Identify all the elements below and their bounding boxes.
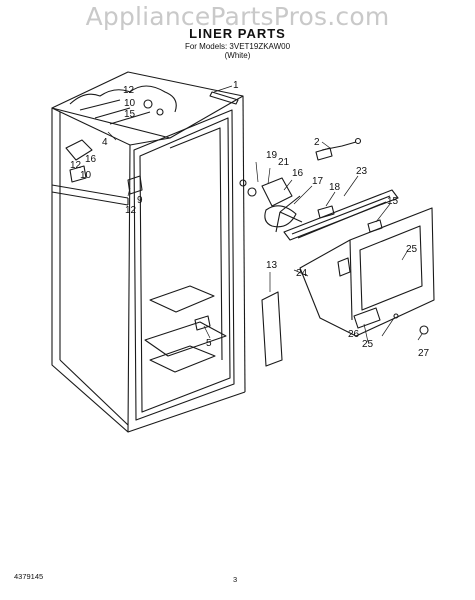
callout-16-fan: 16: [292, 168, 304, 179]
callout-26: 26: [348, 329, 360, 340]
part-18-bracket: [317, 205, 335, 219]
part-2-probe: [315, 137, 362, 161]
part-23-strip: [283, 189, 399, 241]
watermark: AppliancePartsPros.com: [85, 2, 390, 31]
callout-25-bottom: 25: [362, 339, 374, 350]
callout-1: 1: [233, 80, 239, 91]
document-number: 4379145: [14, 572, 44, 581]
callout-15-right: 15: [387, 196, 399, 207]
model-info: For Models: 3VET19ZKAW00 (White): [0, 42, 475, 60]
part-27-plug: [419, 325, 429, 335]
callout-17: 17: [312, 176, 324, 187]
callout-25-right: 25: [406, 244, 418, 255]
callout-18: 18: [329, 182, 341, 193]
color-line: (White): [224, 51, 251, 60]
part-26-bracket: [353, 307, 381, 329]
callout-10-top: 10: [124, 98, 136, 109]
callout-16-left: 16: [85, 154, 97, 165]
part-24-panel: [299, 207, 435, 337]
part-13-duct: [261, 291, 283, 367]
callout-12-mid: 12: [125, 205, 137, 216]
models-line: For Models: 3VET19ZKAW00: [184, 42, 291, 51]
callout-2: 2: [314, 137, 320, 148]
callout-12-left: 12: [70, 160, 82, 171]
callout-13: 13: [266, 260, 278, 271]
callout-21: 21: [278, 157, 290, 168]
callout-4: 4: [102, 137, 108, 148]
callout-5: 5: [206, 338, 212, 349]
fan-motor-assembly: [239, 177, 303, 233]
diagram-title: LINER PARTS: [189, 26, 286, 41]
part-15-clip: [367, 219, 383, 233]
callout-19: 19: [266, 150, 278, 161]
callout-23: 23: [356, 166, 368, 177]
callout-9: 9: [137, 195, 143, 206]
callout-24: 24: [296, 268, 308, 279]
callout-12-top: 12: [123, 85, 135, 96]
callout-27: 27: [418, 348, 430, 359]
callout-15-top: 15: [124, 109, 136, 120]
part-25-screw: [393, 313, 399, 319]
page-number: 3: [233, 575, 238, 584]
callout-10-left: 10: [80, 170, 92, 181]
liner-cabinet: [51, 71, 246, 433]
